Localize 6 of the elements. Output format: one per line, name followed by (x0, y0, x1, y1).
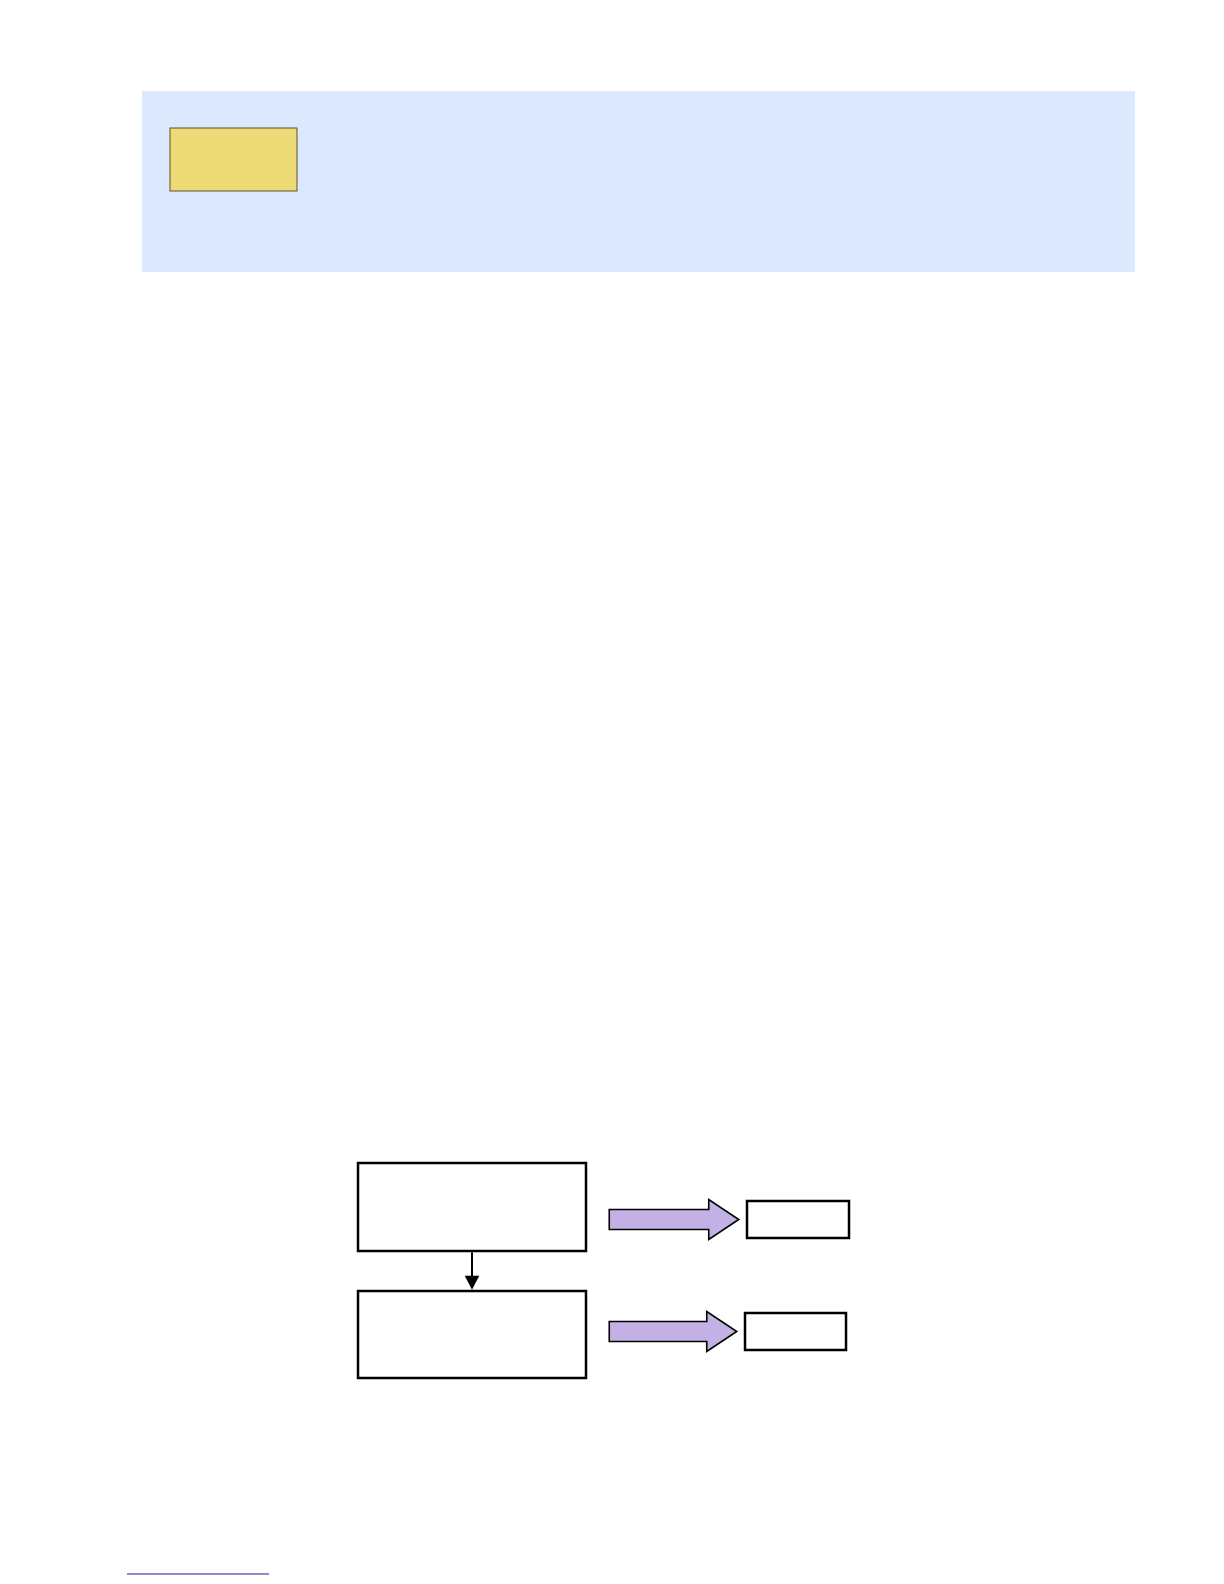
process-box (745, 1199, 851, 1240)
process-box (356, 1289, 588, 1380)
process-box (356, 1161, 588, 1253)
process-box (743, 1311, 848, 1352)
block-arrow (608, 1310, 739, 1353)
block-arrow (608, 1198, 741, 1241)
